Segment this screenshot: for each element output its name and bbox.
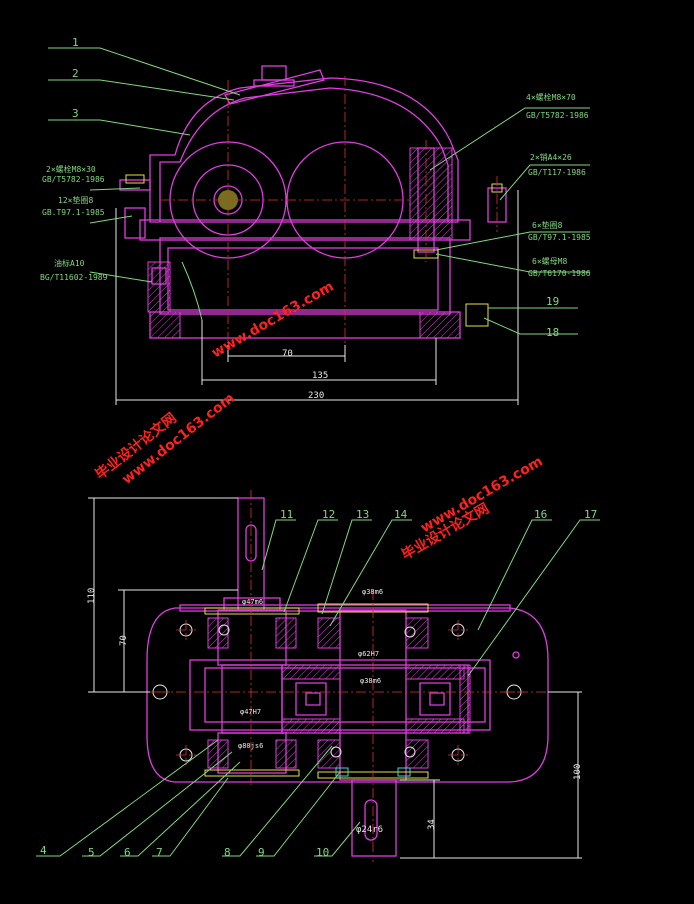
part-label-7: 7 [156, 846, 163, 859]
part-label-1: 1 [72, 36, 79, 49]
part-label-17: 17 [584, 508, 597, 521]
part-label-10: 10 [316, 846, 329, 859]
leaders-plan-bottom [36, 739, 361, 857]
dim-34: 34 [427, 819, 437, 830]
dim-230-top: 230 [308, 391, 324, 401]
dim-70-bottom: 70 [119, 635, 129, 646]
fit-output-top: φ38m6 [362, 588, 383, 596]
leaders-plan-top [261, 519, 600, 677]
plan-view [88, 490, 582, 862]
annotation-bolt-m8x70: 4×螺栓M8×70 [526, 92, 576, 102]
fit-output-bearing: φ38m6 [360, 677, 381, 685]
part-label-19: 19 [546, 295, 559, 308]
annotation-bolt-m8x30-std: GB/T5782-1986 [42, 175, 105, 184]
fit-input-bore: φ47H7 [240, 708, 261, 716]
annotation-washer-6x8-std: GB/T97.1-1985 [528, 233, 591, 242]
part-label-16: 16 [534, 508, 547, 521]
dim-135-top: 135 [312, 371, 328, 381]
annotation-bolt-m8x30: 2×螺栓M8×30 [46, 164, 96, 174]
part-label-6: 6 [124, 846, 131, 859]
annotation-nut-m8: 6×螺母M8 [532, 256, 567, 266]
part-label-4: 4 [40, 844, 47, 857]
dim-70-top: 70 [282, 349, 293, 359]
watermark-right: 毕业设计论文网 www.doc163.com [399, 453, 546, 563]
part-label-14: 14 [394, 508, 408, 521]
annotation-pin-a4x26-std: GB/T117-1986 [528, 168, 586, 177]
part-label-8: 8 [224, 846, 231, 859]
annotation-oil-gauge-std: BG/T11602-1989 [40, 273, 108, 282]
part-label-5: 5 [88, 846, 95, 859]
annotation-bolt-m8x70-std: GB/T5782-1986 [526, 111, 589, 120]
dim-100: 100 [573, 764, 583, 780]
part-label-2: 2 [72, 67, 79, 80]
annotation-pin-a4x26: 2×销A4×26 [530, 152, 572, 162]
annotation-washer-6x8: 6×垫圈8 [532, 220, 563, 230]
fit-gear-bore: φ62H7 [358, 650, 379, 658]
front-view [115, 65, 519, 405]
part-label-18: 18 [546, 326, 559, 339]
leaders-top-left [48, 47, 241, 283]
annotation-oil-gauge: 油标A10 [54, 258, 85, 268]
fit-input-top: φ47m6 [242, 598, 263, 606]
watermark-left: 毕业设计论文网 www.doc163.com [92, 390, 238, 488]
watermark-right-url: www.doc163.com [418, 453, 546, 536]
fit-input-bearing: φ80js6 [238, 742, 263, 750]
part-label-3: 3 [72, 107, 79, 120]
annotation-nut-m8-std: GB/T6170-1986 [528, 269, 591, 278]
part-label-13: 13 [356, 508, 369, 521]
dim-110: 110 [87, 588, 97, 604]
fit-output-shaft: φ24r6 [356, 825, 383, 835]
annotation-washer-8: 12×垫圈8 [58, 195, 93, 205]
part-label-9: 9 [258, 846, 265, 859]
part-label-12: 12 [322, 508, 335, 521]
annotation-washer-8-std: GB.T97.1-1985 [42, 208, 105, 217]
leaders-top-right [429, 107, 590, 335]
part-label-11: 11 [280, 508, 293, 521]
